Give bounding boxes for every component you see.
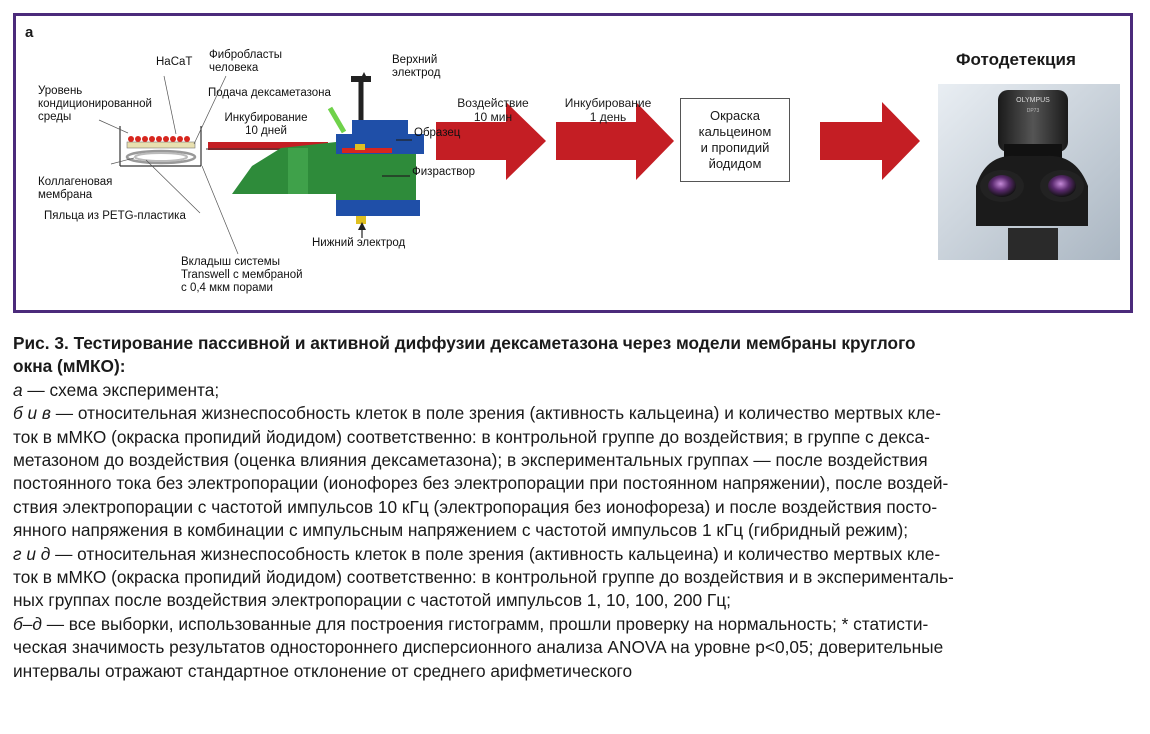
label-lower-electrode: Нижний электрод xyxy=(312,237,406,249)
caption-text-line: ческая значимость результатов односторон… xyxy=(13,637,944,658)
experiment-schematic: OLYMPUS DP73 xyxy=(98,72,1120,260)
microscope-model: DP73 xyxy=(1027,108,1040,114)
photodetection-arrow xyxy=(820,102,920,180)
label-incubation-1-day: Инкубирование 1 день xyxy=(564,96,652,124)
label-saline: Физраствор xyxy=(412,166,476,178)
label-upper-electrode: Верхний электрод xyxy=(392,54,441,79)
caption-letter: б и в xyxy=(13,403,51,424)
incubation-arrow xyxy=(556,102,674,180)
transwell-insert-drawing xyxy=(98,75,239,255)
caption-title-line: окна (мМКО): xyxy=(13,356,126,377)
caption-letter: а xyxy=(13,379,23,400)
caption-item-bv: б и в — относительная жизнеспособность к… xyxy=(13,402,1135,425)
caption-letter: б–д xyxy=(13,613,42,634)
caption-text-line: янного напряжения в комбинации с импульс… xyxy=(13,520,909,541)
caption-text: — относительная жизнеспособность клеток … xyxy=(50,543,941,564)
caption-text: — все выборки, использованные для постро… xyxy=(41,613,929,634)
caption-text-line: ток в мМКО (окраска пропидий йодидом) со… xyxy=(13,426,930,447)
caption-text: — относительная жизнеспособность клеток … xyxy=(50,403,941,424)
label-dexamethasone-supply: Подача дексаметазона xyxy=(208,87,331,99)
caption-item-bd: б–д — все выборки, использованные для по… xyxy=(13,613,1135,636)
caption-text: — схема эксперимента; xyxy=(22,379,220,400)
caption-item-a: а — схема эксперимента; xyxy=(13,379,1135,402)
label-petg-ring: Пяльца из PETG-пластика xyxy=(44,210,186,222)
diffusion-chamber xyxy=(232,72,424,238)
label-collagen-membrane: Коллагеновая мембрана xyxy=(38,176,113,201)
microscope-brand: OLYMPUS xyxy=(1016,97,1050,104)
label-exposure-10-min: Воздействие 10 мин xyxy=(457,96,529,124)
hacat-cells xyxy=(128,136,190,142)
microscope-photo: OLYMPUS DP73 xyxy=(938,84,1120,260)
label-incubation-10-days: Инкубирование 10 дней xyxy=(224,112,308,137)
caption-text-line: интервалы отражают стандартное отклонени… xyxy=(13,660,633,681)
photodetection-title: Фотодетекция xyxy=(956,50,1076,69)
caption-text-line: постоянного тока без электропорации (ион… xyxy=(13,473,949,494)
figure-panel-a: OLYMPUS DP73 а Фотодетекция HaCaT Фиброб… xyxy=(13,13,1133,313)
caption-title-line: Рис. 3. Тестирование пассивной и активно… xyxy=(13,333,916,353)
caption-text-line: ток в мМКО (окраска пропидий йодидом) со… xyxy=(13,567,954,588)
exposure-arrow xyxy=(436,102,546,180)
label-sample: Образец xyxy=(414,127,461,139)
caption-text-line: метазоном до воздействия (оценка влияния… xyxy=(13,450,928,471)
caption-letter: г и д xyxy=(13,543,51,564)
caption-text-line: ствия электропорации с частотой импульсо… xyxy=(13,496,938,517)
label-hacat: HaCaT xyxy=(156,56,193,68)
figure-caption: Рис. 3. Тестирование пассивной и активно… xyxy=(13,332,1135,683)
process-arrows xyxy=(436,102,920,180)
caption-item-gd: г и д — относительная жизнеспособность к… xyxy=(13,543,1135,566)
caption-title: Рис. 3. Тестирование пассивной и активно… xyxy=(13,332,1135,379)
caption-text-line: ных группах после воздействия электропор… xyxy=(13,590,731,611)
panel-letter: а xyxy=(25,24,34,41)
label-transwell-insert: Вкладыш системы Transwell с мембраной с … xyxy=(181,256,303,294)
label-conditioned-medium: Уровень кондиционированной среды xyxy=(38,85,152,123)
staining-box: Окраска кальцеином и пропидий йодидом xyxy=(680,98,790,182)
label-fibroblasts: Фибробласты человека xyxy=(209,49,283,74)
